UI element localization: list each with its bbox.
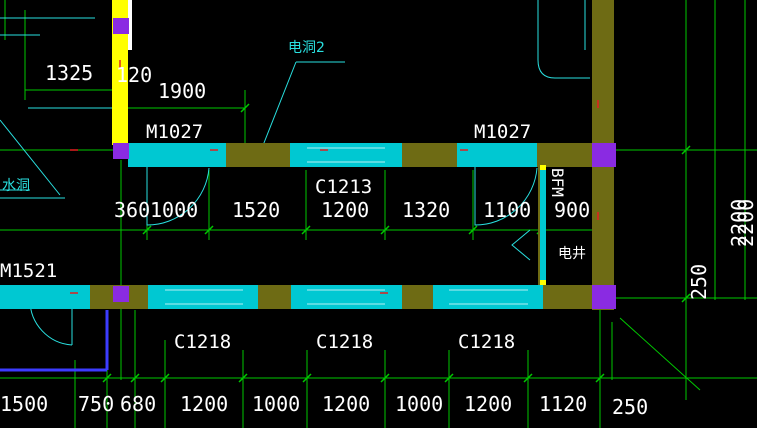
dim-bot-3: 680 [120, 392, 156, 416]
dim-bot-2: 750 [78, 392, 114, 416]
columns [113, 18, 616, 309]
dim-right-2200b: 2200 [734, 199, 757, 247]
column-5 [592, 285, 616, 309]
text-labels: 1325 120 1900 M1027 M1027 C1213 M1521 C1… [0, 40, 757, 419]
dim-bot-8: 1200 [464, 392, 512, 416]
dim-mid-3: 1520 [232, 198, 280, 222]
dim-bot-6: 1200 [322, 392, 370, 416]
dim-bot-1: 1500 [0, 392, 48, 416]
dim-mid-2: 1000 [150, 198, 198, 222]
dim-1900: 1900 [158, 79, 206, 103]
dim-bot-5: 1000 [252, 392, 300, 416]
elec-hole-label: 电洞2 [288, 40, 325, 56]
column-4 [113, 286, 129, 302]
windows [0, 143, 546, 309]
dim-bot-7: 1000 [395, 392, 443, 416]
column-2 [113, 143, 129, 159]
column-3 [592, 143, 616, 167]
bfm-label: BFM [548, 168, 567, 197]
dim-bot-250: 250 [612, 395, 648, 419]
dim-mid-6: 1100 [483, 198, 531, 222]
dim-bot-9: 1120 [539, 392, 587, 416]
window-tag-c1218-1: C1218 [174, 331, 231, 353]
window-tag-c1213: C1213 [315, 176, 372, 198]
dim-120: 120 [116, 63, 152, 87]
red-markers [70, 60, 599, 294]
dim-mid-5: 1320 [402, 198, 450, 222]
door-tag-m1521: M1521 [0, 260, 57, 282]
dim-1325: 1325 [45, 61, 93, 85]
door-tag-m1027-right: M1027 [474, 121, 531, 143]
window-tag-c1218-3: C1218 [458, 331, 515, 353]
column-1 [113, 18, 129, 34]
door-tag-m1027-left: M1027 [146, 121, 203, 143]
dim-right-2200a: 2200 [727, 199, 751, 247]
dim-right-250: 250 [687, 264, 711, 300]
elec-shaft-label: 电井 [558, 246, 586, 262]
dim-mid-1: 360 [114, 198, 150, 222]
dim-bot-4: 1200 [180, 392, 228, 416]
water-hole-label: 水洞 [2, 178, 30, 194]
window-tag-c1218-2: C1218 [316, 331, 373, 353]
dim-mid-7: 900 [554, 198, 590, 222]
blue-lines [0, 310, 109, 372]
dim-mid-4: 1200 [321, 198, 369, 222]
